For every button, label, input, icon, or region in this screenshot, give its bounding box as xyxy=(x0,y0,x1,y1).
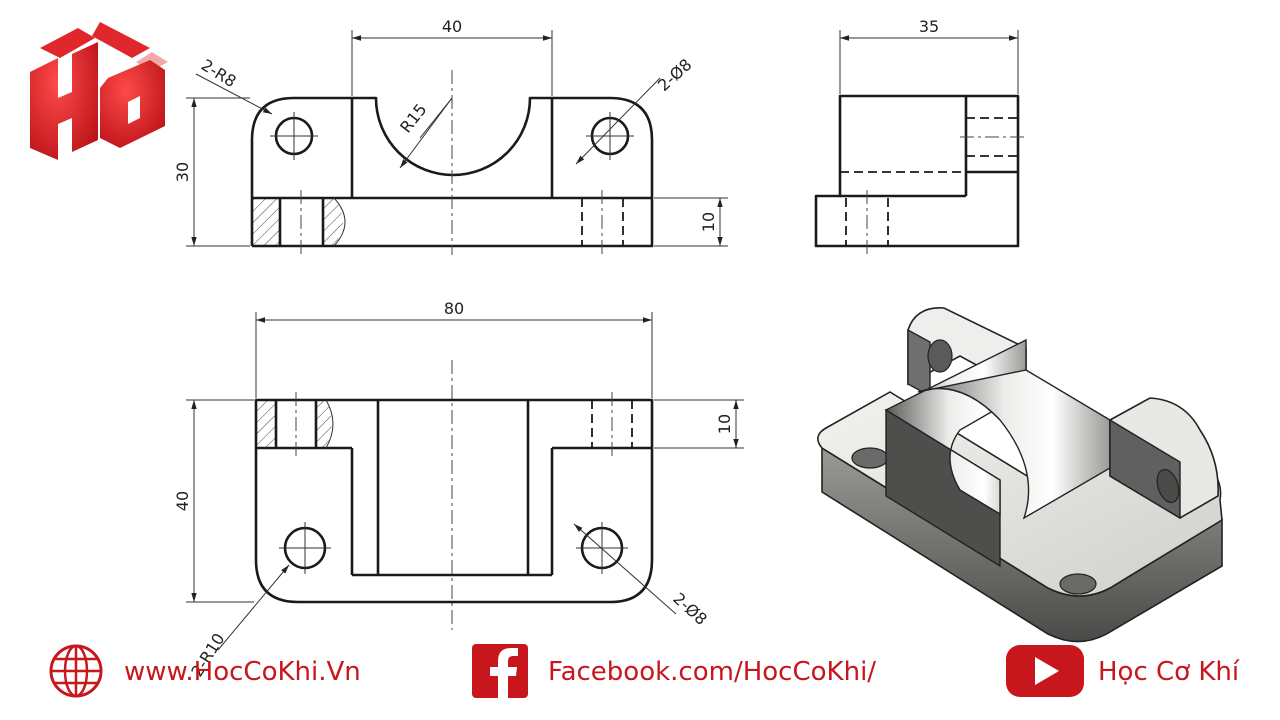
dim-front-holes: 2-Ø8 xyxy=(654,55,695,95)
hc-logo xyxy=(28,18,168,175)
top-view: 80 40 10 2-R10 2-Ø8 xyxy=(173,299,744,680)
dim-top-length: 80 xyxy=(444,299,464,318)
dim-side-depth: 35 xyxy=(919,17,939,36)
section-hatch xyxy=(256,400,276,448)
section-hatch xyxy=(316,400,332,448)
dim-top-depth: 40 xyxy=(173,491,192,511)
isometric-model xyxy=(817,307,1223,643)
facebook-link[interactable]: Facebook.com/HocCoKhi/ xyxy=(548,657,877,687)
youtube-channel-link[interactable]: Học Cơ Khí xyxy=(1098,657,1240,687)
website-link[interactable]: www.HocCoKhi.Vn xyxy=(124,657,361,687)
side-view: 35 xyxy=(814,17,1024,254)
globe-icon[interactable] xyxy=(49,644,103,698)
dim-front-base: 10 xyxy=(699,212,718,232)
facebook-icon[interactable] xyxy=(472,644,528,698)
front-view: 40 30 10 2-R8 R15 2-Ø8 xyxy=(173,17,728,255)
section-hatch xyxy=(252,198,280,246)
dim-front-width: 40 xyxy=(442,17,462,36)
youtube-icon[interactable] xyxy=(1006,645,1084,697)
dim-top-slot: 10 xyxy=(715,414,734,434)
dim-top-holes: 2-Ø8 xyxy=(669,589,710,629)
section-hatch xyxy=(323,198,343,246)
dim-front-height: 30 xyxy=(173,162,192,182)
